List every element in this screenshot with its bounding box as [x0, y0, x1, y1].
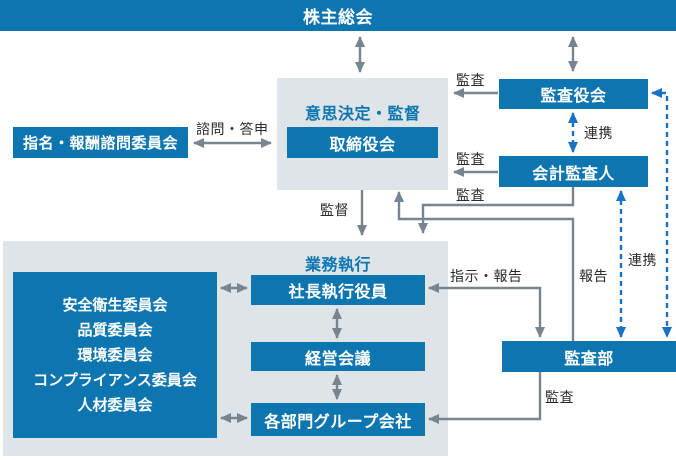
- label-supervision: 監督: [320, 202, 349, 218]
- label-renkei-right: 連携: [628, 252, 657, 268]
- node-committee-list: 安全衛生委員会 品質委員会 環境委員会 コンプライアンス委員会 人材委員会: [13, 272, 217, 438]
- committee-item: 環境委員会: [77, 346, 153, 364]
- node-audit-board: 監査役会: [499, 79, 648, 109]
- dashed-renkei-audit-board-audit-dept: [651, 88, 672, 338]
- label-audit-by-auditor: 監査: [456, 151, 485, 167]
- committee-item: 品質委員会: [77, 321, 153, 339]
- node-audit-department: 監査部: [502, 341, 676, 372]
- node-shareholders-meeting: 株主総会: [0, 0, 676, 31]
- committee-item: 安全衛生委員会: [62, 296, 168, 314]
- node-group-companies: 各部門グループ会社: [251, 403, 425, 436]
- label-renkei-top: 連携: [584, 125, 613, 141]
- node-advisory-committee: 指名・報酬諮問委員会: [13, 127, 188, 158]
- node-board-of-directors: 取締役会: [287, 127, 438, 158]
- decision-supervision-title: 意思決定・監督: [305, 106, 421, 123]
- arrow-auditor-audits-execution: [418, 187, 575, 234]
- node-president-executive-officer: 社長執行役員: [251, 275, 425, 305]
- label-instruct-report: 指示・報告: [450, 268, 523, 284]
- node-management-council: 経営会議: [251, 342, 425, 371]
- label-report: 報告: [579, 268, 608, 284]
- label-audit-by-audit-dept: 監査: [545, 389, 574, 405]
- committee-item: 人材委員会: [77, 396, 153, 414]
- business-execution-title: 業務執行: [305, 257, 372, 274]
- label-audit-of-execution: 監査: [456, 187, 485, 203]
- node-accounting-auditor: 会計監査人: [499, 156, 648, 187]
- committee-item: コンプライアンス委員会: [33, 371, 197, 389]
- label-audit-by-audit-board: 監査: [456, 72, 485, 88]
- label-consult-report: 諮問・答申: [196, 121, 269, 137]
